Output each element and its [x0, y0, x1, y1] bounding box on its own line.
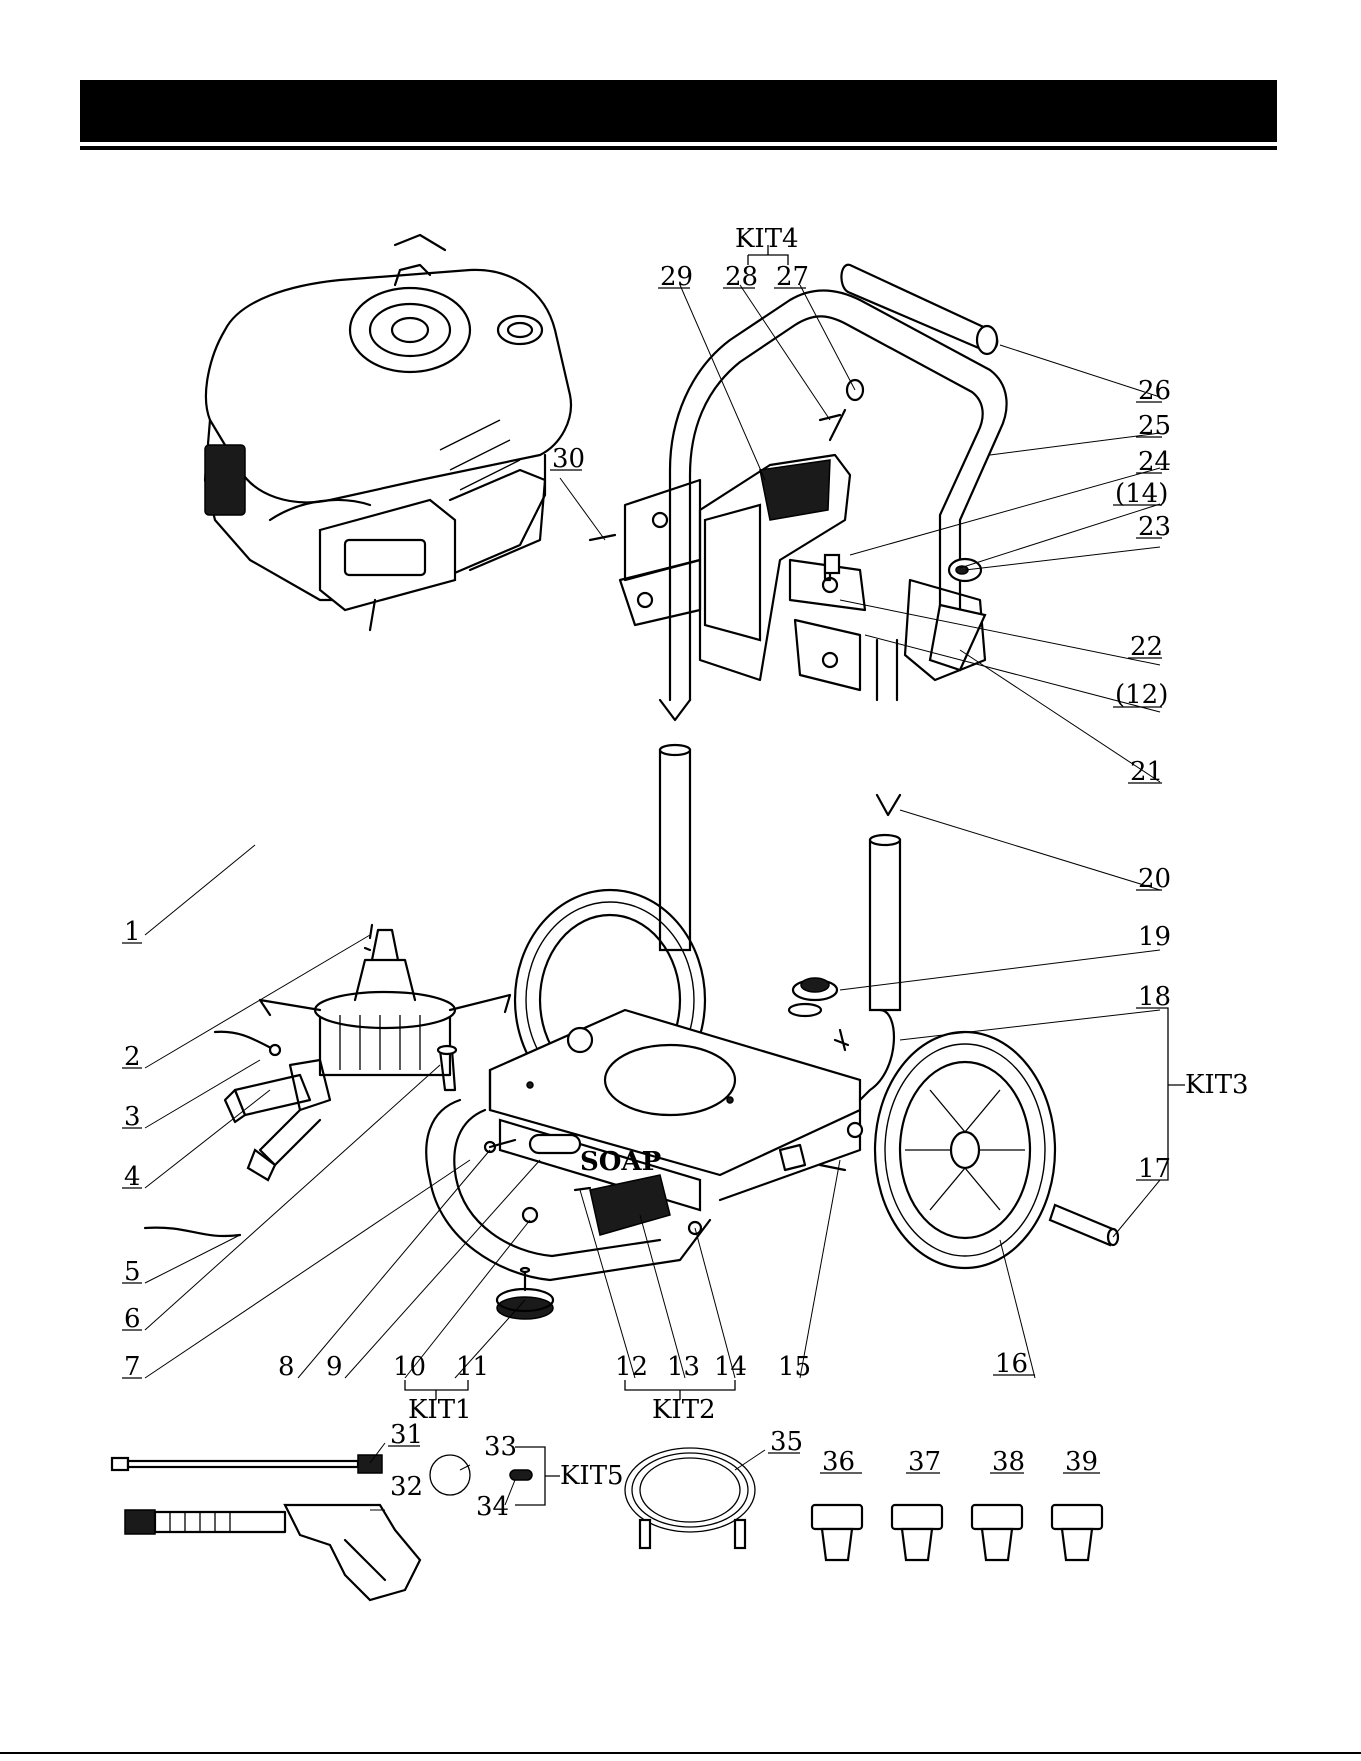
- axle-part: [1050, 1205, 1118, 1245]
- spray-gun-part: [125, 1505, 420, 1600]
- nozzle-38-part: [972, 1505, 1022, 1560]
- callout-labels: 1 2 3 4 5 6 7 8 9 10 11 12 13 14 15 16 1…: [124, 262, 1171, 1522]
- rubber-foot-part: [497, 1268, 553, 1319]
- hose-holder-part: [590, 380, 865, 690]
- spray-wand-part: [112, 1455, 382, 1473]
- callout-10: 10: [393, 1352, 426, 1382]
- callout-14: 14: [714, 1352, 747, 1382]
- kit3-label: KIT3: [1185, 1070, 1249, 1100]
- callout-underlines: [122, 288, 1162, 1473]
- soap-hose-part: [625, 1448, 755, 1548]
- callout-19: 19: [1138, 922, 1171, 952]
- callout-9: 9: [326, 1352, 343, 1382]
- callout-11: 11: [456, 1352, 489, 1382]
- nozzle-36-part: [812, 1505, 862, 1560]
- front-wheel-part: [875, 1032, 1055, 1268]
- kit5-label: KIT5: [560, 1461, 624, 1491]
- callout-12: 12: [615, 1352, 648, 1382]
- callout-12-ref: (12): [1115, 680, 1168, 710]
- callout-32: 32: [390, 1472, 423, 1502]
- base-frame-part: SOAP: [426, 1010, 894, 1280]
- engine-part: [205, 235, 571, 630]
- nozzle-37-part: [892, 1505, 942, 1560]
- kit1-label: KIT1: [408, 1395, 472, 1425]
- callout-8: 8: [278, 1352, 295, 1382]
- cap-part: [789, 978, 848, 1050]
- callout-33: 33: [484, 1432, 517, 1462]
- leader-lines: [145, 285, 1160, 1510]
- callout-13: 13: [667, 1352, 700, 1382]
- pump-part: [145, 925, 510, 1236]
- soap-label: SOAP: [580, 1147, 661, 1177]
- kit4-label: KIT4: [735, 224, 799, 254]
- nozzle-holder-part: [905, 559, 985, 680]
- kit2-label: KIT2: [652, 1395, 716, 1425]
- footer-rule: [0, 1752, 1361, 1754]
- callout-34: 34: [476, 1492, 509, 1522]
- callout-15: 15: [778, 1352, 811, 1382]
- lower-tubes-part: [660, 700, 900, 1010]
- nozzle-39-part: [1052, 1505, 1102, 1560]
